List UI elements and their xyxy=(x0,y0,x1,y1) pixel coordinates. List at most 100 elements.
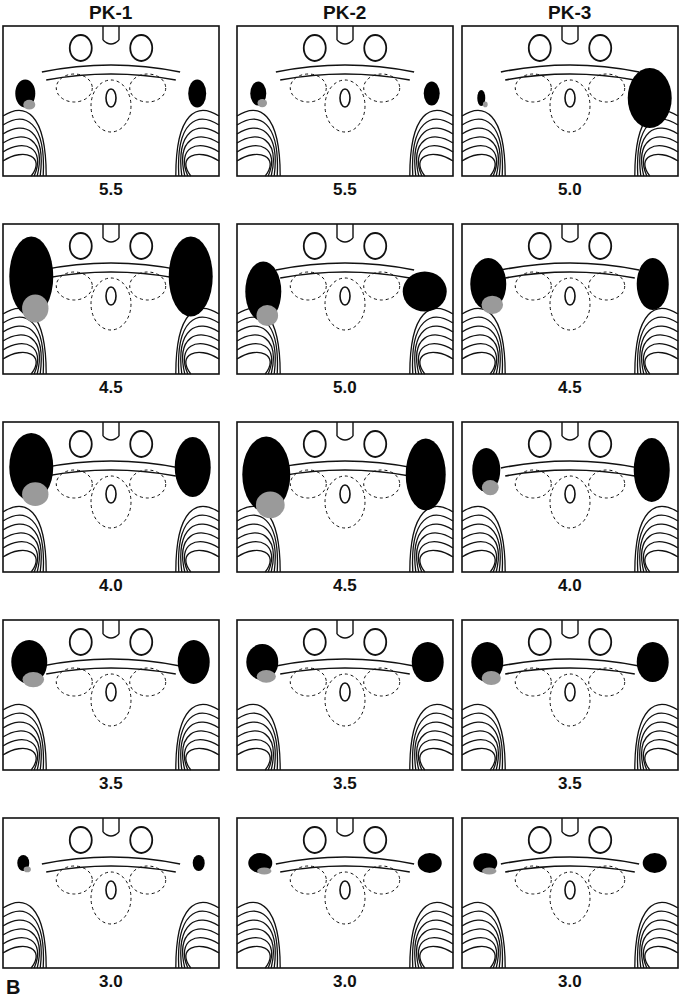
nucleus-outline xyxy=(290,866,326,894)
hippocampus-line xyxy=(462,731,498,770)
section-line xyxy=(337,26,353,44)
hippocampus-line xyxy=(462,146,497,176)
hippocampus-line xyxy=(179,515,219,572)
nucleus-outline xyxy=(515,668,551,696)
hippocampus-line xyxy=(462,344,497,374)
hippocampus-line xyxy=(410,110,453,176)
hippocampus-line xyxy=(3,506,46,572)
hippocampus-line xyxy=(462,515,502,572)
ventricle-outline xyxy=(364,233,386,259)
hippocampus-line xyxy=(638,515,678,572)
hippocampus-line xyxy=(3,911,43,968)
panel-frame xyxy=(3,818,219,968)
panel-frame xyxy=(237,422,453,572)
hippocampus-line xyxy=(640,128,678,176)
hippocampus-line xyxy=(643,542,678,572)
nucleus-outline xyxy=(550,278,590,330)
lesion-stipple xyxy=(24,867,31,873)
hippocampus-line xyxy=(3,317,43,374)
hippocampus-line xyxy=(642,533,678,572)
nucleus-outline xyxy=(91,476,131,528)
hippocampus-line xyxy=(645,550,678,572)
hippocampus-line xyxy=(237,704,280,770)
panel-frame xyxy=(462,26,678,176)
ventricle-outline xyxy=(304,35,326,61)
hippocampus-line xyxy=(237,119,277,176)
section-line xyxy=(103,422,119,440)
column-heading: PK-1 xyxy=(89,2,132,24)
ventricle-outline xyxy=(130,233,152,259)
hippocampus-line xyxy=(179,317,219,374)
hippocampus-line xyxy=(3,938,38,968)
hippocampus-line xyxy=(176,110,219,176)
hippocampus-line xyxy=(237,352,270,374)
nucleus-outline xyxy=(325,278,365,330)
ventricle-outline xyxy=(70,629,92,655)
section-line xyxy=(103,620,119,638)
hippocampus-line xyxy=(3,740,38,770)
level-number: 3.5 xyxy=(333,774,357,794)
panel-frame xyxy=(3,224,219,374)
hippocampus-line xyxy=(186,550,219,572)
hippocampus-line xyxy=(415,920,453,968)
panel-frame xyxy=(237,26,453,176)
hippocampus-line xyxy=(237,929,273,968)
section-panel xyxy=(462,26,678,176)
hippocampus-line xyxy=(237,902,280,968)
section-panel xyxy=(3,818,219,968)
hippocampus-line xyxy=(237,946,270,968)
nucleus-outline xyxy=(325,80,365,132)
nucleus-outline xyxy=(515,866,551,894)
lesion-area xyxy=(643,853,667,873)
hippocampus-line xyxy=(413,911,453,968)
level-number: 3.5 xyxy=(99,774,123,794)
lesion-stipple xyxy=(482,671,501,685)
hippocampus-line xyxy=(417,929,453,968)
hippocampus-line xyxy=(462,352,495,374)
aqueduct xyxy=(106,683,116,701)
hippocampus-line xyxy=(462,740,497,770)
ventricle-outline xyxy=(304,431,326,457)
hippocampus-line xyxy=(640,326,678,374)
hippocampus-line xyxy=(3,533,39,572)
hippocampus-line xyxy=(462,524,500,572)
hippocampus-line xyxy=(186,946,219,968)
section-panel xyxy=(3,26,219,176)
section-panel xyxy=(237,818,453,968)
hippocampus-line xyxy=(640,722,678,770)
lesion-area xyxy=(178,640,210,684)
ventricle-outline xyxy=(529,431,551,457)
lesion-area xyxy=(634,438,670,502)
hippocampus-line xyxy=(3,722,41,770)
column-heading: PK-3 xyxy=(548,2,591,24)
hippocampus-line xyxy=(3,326,41,374)
section-line xyxy=(103,26,119,44)
section-line xyxy=(562,818,578,836)
nucleus-outline xyxy=(364,470,400,498)
lesion-area xyxy=(637,258,669,310)
ventricle-outline xyxy=(529,629,551,655)
hippocampus-line xyxy=(420,154,453,176)
level-number: 4.5 xyxy=(558,378,582,398)
nucleus-outline xyxy=(290,668,326,696)
aqueduct xyxy=(565,287,575,305)
hippocampus-line xyxy=(3,929,39,968)
hippocampus-line xyxy=(418,740,453,770)
lesion-area xyxy=(418,853,442,873)
ventricle-outline xyxy=(70,827,92,853)
nucleus-outline xyxy=(91,872,131,924)
hippocampus-line xyxy=(635,506,678,572)
hippocampus-line xyxy=(3,713,43,770)
lesion-area xyxy=(403,272,447,312)
ventricle-outline xyxy=(589,827,611,853)
lesion-area xyxy=(628,68,672,128)
hippocampus-line xyxy=(3,550,36,572)
nucleus-outline xyxy=(589,272,625,300)
nucleus-outline xyxy=(56,470,92,498)
hippocampus-line xyxy=(462,920,500,968)
nucleus-outline xyxy=(91,674,131,726)
lesion-area xyxy=(188,80,206,108)
hippocampus-line xyxy=(3,344,38,374)
hippocampus-line xyxy=(237,550,270,572)
